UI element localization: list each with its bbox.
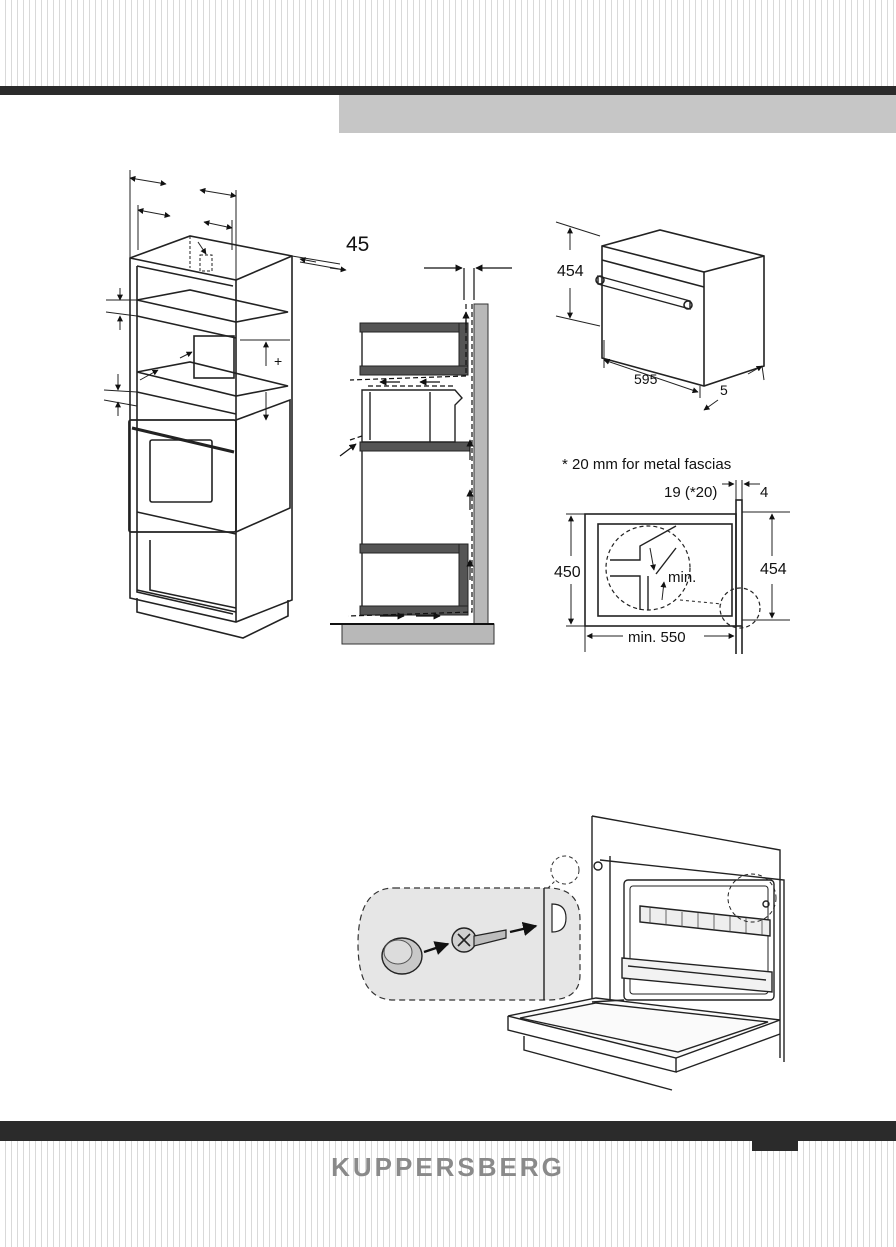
page-number-tab (752, 1141, 798, 1151)
niche-height-right-label: 454 (760, 561, 787, 578)
oven-side-label: 5 (720, 382, 728, 398)
gap-label: 4 (760, 484, 768, 501)
screw-icon (451, 927, 507, 953)
niche-height-left-label: 450 (554, 564, 581, 581)
metal-fascia-note: * 20 mm for metal fascias (562, 456, 731, 473)
oven-dimensions-diagram (595, 229, 765, 387)
top-stripe-pattern (0, 0, 896, 86)
screw-cap-icon (381, 937, 423, 975)
bottom-footer-bar (0, 1121, 896, 1141)
niche-section-diagram (584, 499, 761, 654)
open-oven-drawing (507, 815, 785, 1091)
niche-dimension-lines (566, 480, 790, 652)
min-gap-label: min. (668, 569, 696, 586)
depth-label-45: 45 (346, 233, 369, 256)
brand-logo: KUPPERSBERG (331, 1152, 565, 1182)
plus-mark: + (274, 353, 282, 369)
top-header-bar (0, 86, 896, 95)
section-header-banner (339, 95, 896, 133)
fixing-screw-diagram (357, 855, 581, 1001)
cabinet-perspective-diagram (128, 235, 293, 639)
oven-width-label: 595 (634, 371, 658, 387)
oven-height-label: 454 (557, 263, 584, 280)
ventilation-section-diagram (330, 264, 512, 645)
cabinet-dimension-lines (103, 170, 347, 421)
min-depth-label: min. 550 (628, 629, 686, 646)
bottom-stripe-pattern (0, 1141, 896, 1247)
oven-dimension-lines (555, 221, 765, 411)
fascia-thickness-label: 19 (*20) (664, 484, 717, 501)
